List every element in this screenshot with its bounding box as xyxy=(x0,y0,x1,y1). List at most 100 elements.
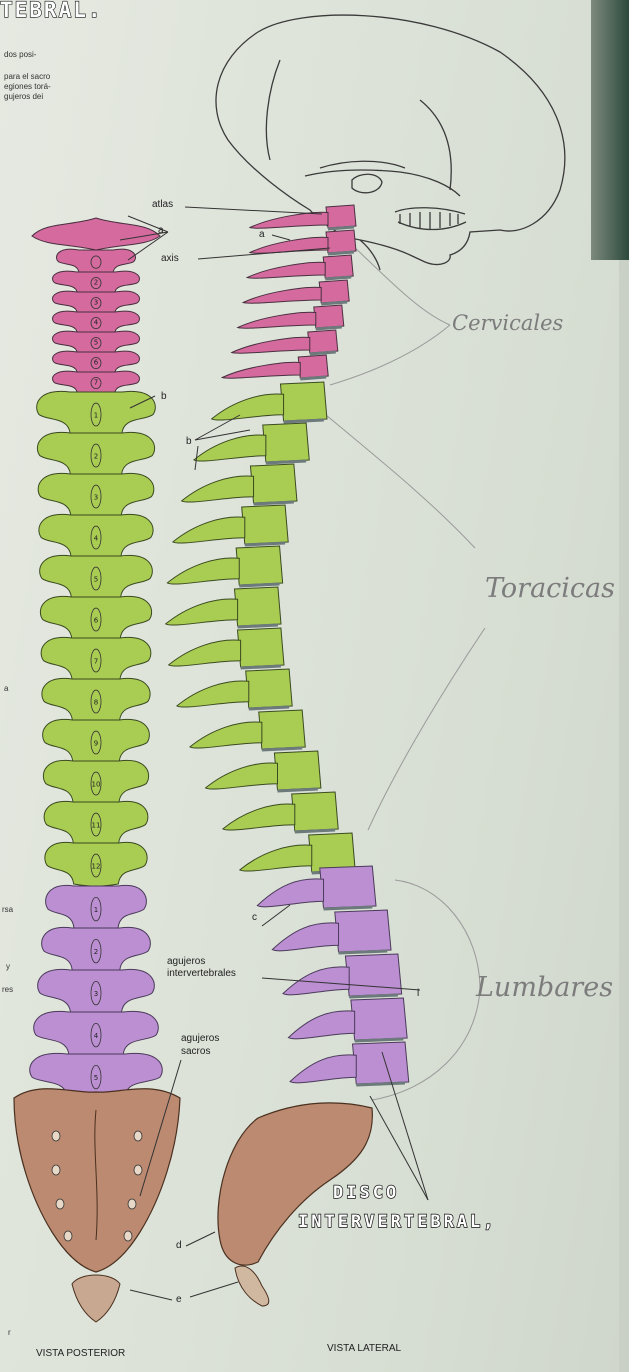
lateral-cervical-vertebra-body xyxy=(323,255,353,278)
lateral-cervical-vertebra-disc xyxy=(300,377,326,379)
cervical-vertebra: 7 xyxy=(53,371,140,394)
thoracic-vertebra-number: 4 xyxy=(94,534,99,542)
leader-line xyxy=(186,1232,215,1246)
skull-drawing xyxy=(216,15,565,270)
letter-c: c xyxy=(252,912,257,923)
lumbar-vertebra-number: 3 xyxy=(94,990,98,998)
thoracic-vertebra: 1 xyxy=(37,391,156,435)
lateral-thoracic-vertebra xyxy=(182,464,297,504)
lateral-thoracic-vertebra-disc xyxy=(245,543,285,545)
lateral-thoracic-vertebra-process xyxy=(167,558,239,584)
intervertebral-foramina-label: intervertebrales xyxy=(167,968,236,979)
lateral-lumbar-vertebra-process xyxy=(283,967,349,995)
lateral-thoracic-vertebra-disc xyxy=(238,625,278,627)
cervical-vertebra-number: 7 xyxy=(94,378,98,386)
lateral-thoracic-vertebra xyxy=(212,382,327,422)
atlas-label: atlas xyxy=(152,199,173,210)
lateral-lumbar-vertebra-body xyxy=(345,954,401,996)
lateral-cervical-vertebra-body xyxy=(326,205,356,228)
sacral-foramen xyxy=(134,1131,142,1141)
lateral-cervical-vertebra-process xyxy=(232,337,310,353)
lateral-thoracic-vertebra-disc xyxy=(239,584,279,586)
lateral-cervical-vertebra-disc xyxy=(310,352,336,354)
leader-line xyxy=(130,1290,172,1300)
l-mark: l xyxy=(417,988,419,999)
leader-line xyxy=(190,1282,238,1297)
lateral-thoracic-vertebra-disc xyxy=(241,666,281,668)
thoracic-vertebra: 12 xyxy=(45,842,147,886)
lateral-lumbar-vertebra-disc xyxy=(355,1039,404,1041)
thoracic-vertebra: 4 xyxy=(39,514,153,558)
sacral-foramen xyxy=(56,1199,64,1209)
atlas-vertebra xyxy=(32,218,160,250)
thoracic-vertebra-number: 8 xyxy=(94,698,98,706)
lateral-thoracic-vertebra-process xyxy=(194,435,266,461)
axis-vertebra-body xyxy=(56,249,135,274)
lateral-thoracic-vertebra-process xyxy=(190,722,262,748)
lateral-lumbar-vertebra-disc xyxy=(339,951,388,953)
letter-e: e xyxy=(176,1294,182,1305)
lateral-thoracic-vertebra-disc xyxy=(249,707,289,709)
lateral-cervical-vertebra xyxy=(232,330,338,354)
lateral-cervical-vertebra xyxy=(222,355,328,379)
lateral-thoracic-vertebra xyxy=(173,505,288,545)
cervical-region-label: Cervicales xyxy=(452,311,563,335)
thoracic-vertebra-number: 6 xyxy=(94,616,99,624)
lateral-lumbar-vertebra-body xyxy=(351,998,407,1040)
thoracic-vertebra: 6 xyxy=(40,596,151,640)
lateral-thoracic-vertebra-body xyxy=(259,710,306,749)
axis-label: axis xyxy=(161,253,179,264)
lateral-cervical-vertebra-body xyxy=(308,330,338,353)
lateral-lumbar-vertebra xyxy=(283,954,402,997)
thoracic-vertebra-number: 5 xyxy=(94,575,98,583)
intervertebral-foramina-label: agujeros xyxy=(167,956,205,967)
cervical-vertebra-number: 5 xyxy=(94,338,98,346)
sacral-foramen xyxy=(52,1131,60,1141)
lateral-cervical-vertebra-process xyxy=(238,312,316,328)
lateral-thoracic-vertebra-disc xyxy=(295,830,335,832)
letter-b-lateral: b xyxy=(186,436,192,447)
lateral-cervical-vertebra xyxy=(238,305,344,329)
axis-vertebra xyxy=(56,249,135,274)
sacral-foramen xyxy=(128,1199,136,1209)
lateral-thoracic-vertebra-body xyxy=(250,464,297,503)
lateral-lumbar-vertebra-body xyxy=(353,1042,409,1084)
lumbar-vertebra: 2 xyxy=(42,927,151,972)
lateral-lumbar-vertebra-process xyxy=(290,1055,356,1083)
lateral-cervical-vertebra-process xyxy=(247,262,325,278)
lateral-thoracic-vertebra-body xyxy=(280,382,327,421)
thoracic-vertebra: 8 xyxy=(42,678,150,722)
lateral-thoracic-vertebra-process xyxy=(177,681,249,707)
lateral-thoracic-vertebra xyxy=(177,669,292,709)
thoracic-vertebra-number: 1 xyxy=(94,411,98,419)
lateral-cervical-vertebra-body xyxy=(314,305,344,328)
cervical-vertebra-number: 2 xyxy=(94,278,98,286)
lateral-thoracic-vertebra-process xyxy=(206,763,278,789)
lateral-lumbar-vertebra-body xyxy=(335,910,391,952)
thoracic-vertebra: 7 xyxy=(41,637,151,681)
thoracic-vertebra-number: 7 xyxy=(94,657,98,665)
lateral-thoracic-vertebra-process xyxy=(212,394,284,420)
lateral-cervical-vertebra-disc xyxy=(328,227,354,229)
lateral-thoracic-vertebra-body xyxy=(238,628,285,667)
coccyx-posterior xyxy=(72,1275,120,1322)
lateral-thoracic-vertebra-body xyxy=(292,792,339,831)
sacral-foramen xyxy=(52,1165,60,1175)
lateral-cervical-vertebra-body xyxy=(298,355,328,378)
lumbar-vertebra-number: 4 xyxy=(94,1032,99,1040)
lateral-thoracic-vertebra-body xyxy=(242,505,289,544)
lateral-cervical-vertebra xyxy=(247,255,353,279)
lateral-thoracic-vertebra-body xyxy=(246,669,293,708)
lateral-thoracic-vertebra-process xyxy=(182,476,254,502)
lateral-cervical-vertebra-process xyxy=(250,212,328,228)
thoracic-vertebra-number: 12 xyxy=(92,862,101,870)
lateral-thoracic-vertebra-process xyxy=(166,599,238,625)
thoracic-vertebra-number: 3 xyxy=(94,493,98,501)
lateral-thoracic-vertebra xyxy=(167,546,282,586)
lateral-cervical-vertebra-disc xyxy=(316,327,342,329)
sacrum-posterior xyxy=(14,1089,180,1272)
leader-line xyxy=(185,207,322,214)
